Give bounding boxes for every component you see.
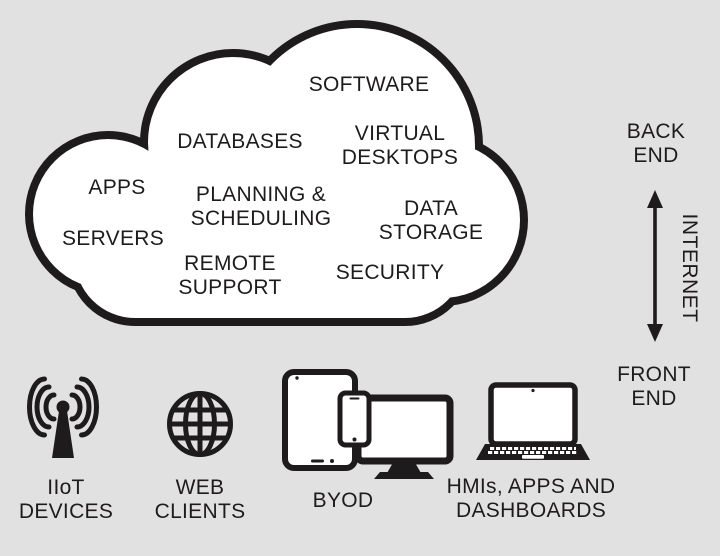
tablet-phone-monitor-icon xyxy=(282,369,454,479)
cloud-label-virtual-desktops: VIRTUAL DESKTOPS xyxy=(341,122,459,169)
antenna-signal-icon xyxy=(27,376,99,458)
front-end-label: FRONT END xyxy=(617,363,691,410)
web-clients-label: WEB CLIENTS xyxy=(154,476,246,523)
cloud-icon xyxy=(25,20,528,326)
back-end-label: BACK END xyxy=(626,120,686,167)
iiot-devices-label: IIoT DEVICES xyxy=(18,476,114,523)
double-headed-arrow-icon xyxy=(647,190,663,342)
cloud-label-databases: DATABASES xyxy=(177,130,303,154)
hmis-apps-dashboards-label: HMIs, APPS AND DASHBOARDS xyxy=(446,475,616,522)
cloud-label-planning-scheduling: PLANNING & SCHEDULING xyxy=(190,183,332,230)
internet-label: INTERNET xyxy=(678,213,701,323)
cloud-label-apps: APPS xyxy=(88,176,146,200)
cloud-label-remote-support: REMOTE SUPPORT xyxy=(178,252,282,299)
cloud-label-data-storage: DATA STORAGE xyxy=(378,197,484,244)
globe-icon xyxy=(167,391,233,457)
laptop-icon xyxy=(476,382,590,460)
cloud-label-servers: SERVERS xyxy=(61,227,165,251)
cloud-label-security: SECURITY xyxy=(335,261,445,285)
byod-label: BYOD xyxy=(312,489,374,513)
cloud-label-software: SOFTWARE xyxy=(308,73,430,97)
